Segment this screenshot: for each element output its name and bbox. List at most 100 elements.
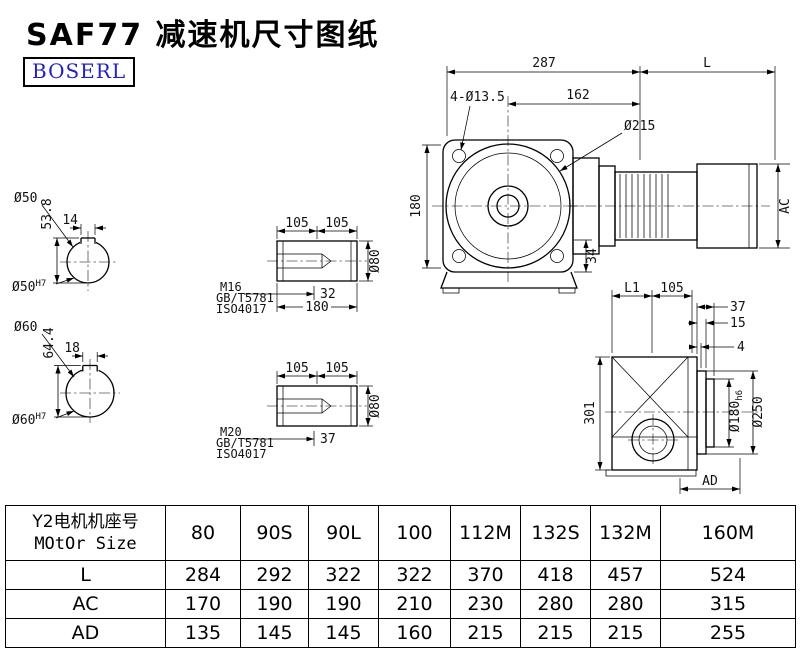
dim-105b-label: 105: [325, 216, 348, 231]
bolt-hole: [550, 249, 564, 263]
table-row-AC: AC 170 190 190 210 230 280 280 315: [5, 589, 796, 619]
dim-162: 162: [508, 88, 640, 107]
size-col-header: 160M: [660, 505, 796, 561]
row-label: AD: [5, 618, 166, 648]
size-col-header: 132M: [590, 505, 661, 561]
table-cell: 190: [240, 589, 309, 619]
dim-d80-label-2: Ø80: [368, 394, 383, 417]
table-cell: 292: [240, 560, 309, 590]
hollow-shaft-section-1: 105 105 M16 GB/T5781 ISO4017 32 180 Ø80: [216, 216, 383, 316]
table-cell: 145: [308, 618, 379, 648]
dim-105e-label: 105: [660, 281, 683, 296]
size-col-header: 90L: [308, 505, 379, 561]
table-cell: 370: [450, 560, 521, 590]
dim-32-label: 32: [320, 287, 336, 302]
motor-front-view: [566, 157, 770, 255]
bolt-hole: [452, 149, 466, 163]
table-cell: 255: [660, 618, 796, 648]
dim-37-shaft-label: 37: [320, 432, 336, 447]
gearbox-side-view: L1 105 37 15 4 301 Ø180h6 Ø250 AD: [583, 281, 766, 494]
dim-L-label: L: [703, 56, 711, 71]
dim-18-label: 18: [64, 341, 80, 356]
page-title: SAF77 减速机尺寸图纸: [26, 18, 380, 53]
brand-logo: BOSERL: [23, 57, 136, 87]
std-iso-label-2: ISO4017: [216, 447, 267, 461]
shaft2-bore-label: Ø60H7: [12, 412, 46, 428]
std-iso-label-1: ISO4017: [216, 302, 267, 316]
table-cell: 145: [240, 618, 309, 648]
std-gb-label-1: GB/T5781: [216, 291, 274, 305]
gearbox-base: [440, 271, 578, 289]
row-label: AC: [5, 589, 166, 619]
thread-note-m20: M20: [220, 425, 242, 439]
dim-4-label: 4: [737, 340, 745, 355]
table-cell: 418: [520, 560, 591, 590]
dim-AC: AC: [759, 163, 793, 249]
table-cell: 284: [165, 560, 241, 590]
table-cell: 315: [660, 589, 796, 619]
dim-AD-label: AD: [702, 474, 718, 489]
dim-53.8-label: 53.8: [40, 198, 55, 229]
header-english: MOtOr Size: [34, 534, 137, 554]
dim-287-label: 287: [532, 56, 555, 71]
dim-180-front: 180: [409, 144, 441, 269]
output-flange-disc: [696, 370, 707, 455]
std-gb-label-2: GB/T5781: [216, 436, 274, 450]
table-cell: 280: [590, 589, 661, 619]
dim-180-front-label: 180: [409, 194, 424, 217]
gearbox-front-view: [432, 96, 584, 294]
thread-note-m16: M16: [220, 280, 242, 294]
output-flange-spigot: [705, 378, 715, 448]
dim-34-label: 34: [585, 248, 600, 264]
dim-105d-label: 105: [325, 361, 348, 376]
dim-bolt-holes: 4-Ø13.5: [450, 90, 505, 151]
shaft2-dia-label: Ø60: [14, 320, 37, 335]
table-cell: 215: [520, 618, 591, 648]
table-cell: 322: [378, 560, 451, 590]
table-cell: 322: [308, 560, 379, 590]
brand-logo-text: BOSERL: [32, 59, 127, 83]
hollow-shaft-section-2: 105 105 M20 GB/T5781 ISO4017 37 Ø80: [216, 361, 383, 461]
table-cell: 210: [378, 589, 451, 619]
shaft1-dia-label: Ø50: [14, 191, 37, 206]
size-col-header: 112M: [450, 505, 521, 561]
table-cell: 215: [590, 618, 661, 648]
dim-15-label: 15: [730, 316, 746, 331]
header-chinese: Y2电机机座号: [32, 512, 139, 532]
bolt-hole: [452, 249, 466, 263]
dim-301-label: 301: [583, 401, 598, 424]
dim-d250-label: Ø250: [751, 396, 766, 427]
dim-287: 287: [446, 56, 641, 160]
bolt-hole: [550, 149, 564, 163]
dim-L: L: [640, 56, 776, 160]
shaft1-bore-label: Ø50H7: [12, 279, 46, 295]
dim-105a-label: 105: [285, 216, 308, 231]
size-col-header: 132S: [520, 505, 591, 561]
dim-L1-label: L1: [624, 281, 640, 296]
size-col-header: 100: [378, 505, 451, 561]
table-cell: 457: [590, 560, 661, 590]
dim-37-flange-label: 37: [730, 300, 746, 315]
size-col-header: 90S: [240, 505, 309, 561]
dim-d180h6-label: Ø180h6: [728, 390, 745, 432]
dim-34: 34: [574, 239, 600, 273]
bolt-holes-label: 4-Ø13.5: [450, 90, 505, 105]
table-cell: 524: [660, 560, 796, 590]
dim-215: Ø215: [559, 119, 655, 172]
dim-64.4-label: 64.4: [42, 327, 57, 358]
table-cell: 170: [165, 589, 241, 619]
dim-14-label: 14: [62, 213, 78, 228]
table-cell: 280: [520, 589, 591, 619]
motor-dimension-table: Y2电机机座号 MOtOr Size 80 90S 90L 100 112M 1…: [5, 505, 796, 648]
table-cell: 160: [378, 618, 451, 648]
motor-size-header-cell: Y2电机机座号 MOtOr Size: [5, 505, 166, 561]
dim-AC-label: AC: [778, 198, 793, 214]
technical-drawing: 287 L 4-Ø13.5 162 Ø215 180 34 AC: [12, 56, 793, 494]
table-header-row: Y2电机机座号 MOtOr Size 80 90S 90L 100 112M 1…: [5, 505, 796, 561]
dim-105c-label: 105: [285, 361, 308, 376]
dim-180-shaft-label: 180: [305, 300, 328, 315]
table-row-L: L 284 292 322 322 370 418 457 524: [5, 560, 796, 590]
table-cell: 230: [450, 589, 521, 619]
table-cell: 135: [165, 618, 241, 648]
row-label: L: [5, 560, 166, 590]
